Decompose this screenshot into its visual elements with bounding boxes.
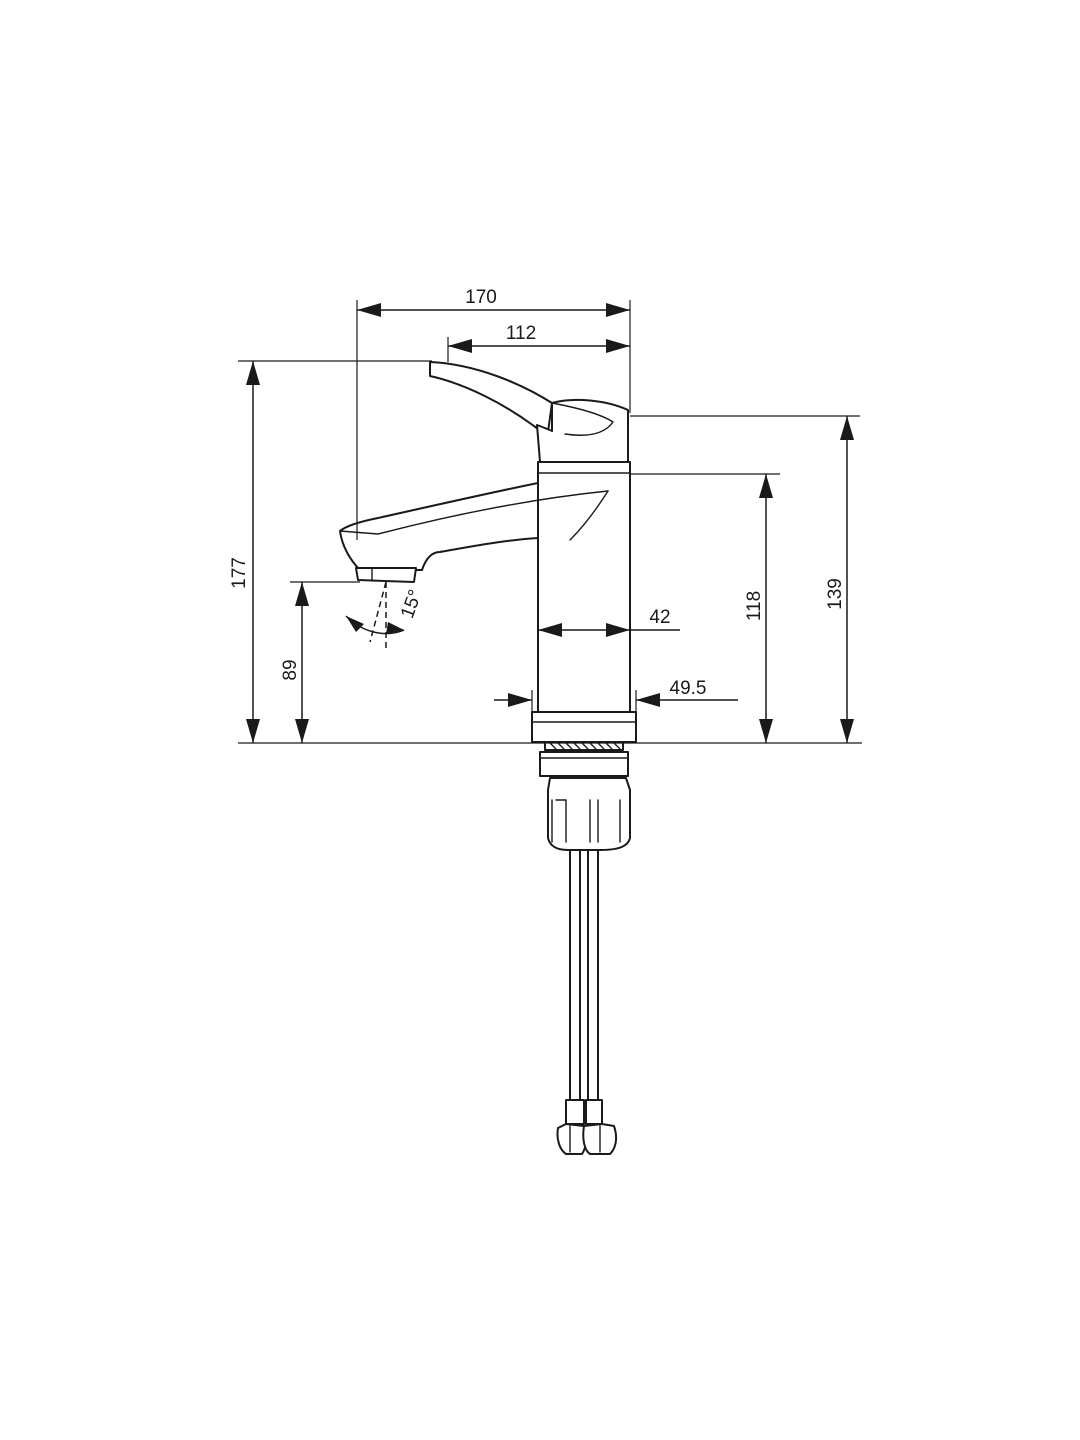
shank-thread [549, 742, 621, 750]
dim-spout-reach [448, 339, 630, 353]
bracket-ribs [551, 799, 621, 843]
label-139: 139 [825, 578, 846, 610]
dim-total-height [246, 361, 260, 743]
label-112: 112 [506, 323, 536, 344]
dim-spout-height [295, 582, 309, 743]
dimension-labels: 170 112 42 49.5 177 89 118 139 15° [229, 287, 846, 699]
dim-base-diameter [494, 693, 738, 707]
base-ring [531, 711, 637, 743]
supply-hoses [569, 849, 599, 1101]
tap-outline [339, 361, 637, 1155]
tap-body [537, 461, 631, 713]
dim-lever-height [840, 416, 854, 743]
dim-total-reach [357, 303, 630, 317]
spout-underside [569, 490, 609, 541]
mounting-nut [539, 751, 629, 777]
aerator [355, 567, 417, 583]
label-42: 42 [649, 607, 670, 628]
spout-top-line [339, 490, 609, 535]
lever-cap-edge [551, 402, 614, 436]
label-177: 177 [229, 557, 250, 589]
label-170: 170 [465, 287, 497, 308]
dim-body-diameter [538, 623, 680, 637]
label-118: 118 [744, 591, 765, 621]
label-89: 89 [280, 659, 301, 680]
hose-fittings [556, 1099, 618, 1155]
spout [339, 482, 539, 571]
dim-aerator-angle [345, 581, 405, 650]
label-49-5: 49.5 [670, 678, 707, 699]
dim-body-height [759, 474, 773, 743]
extension-lines [238, 300, 862, 744]
fixing-bracket [547, 777, 631, 851]
label-15-degrees: 15° [397, 587, 427, 621]
lever-handle [429, 361, 553, 433]
dimension-lines [246, 303, 854, 743]
